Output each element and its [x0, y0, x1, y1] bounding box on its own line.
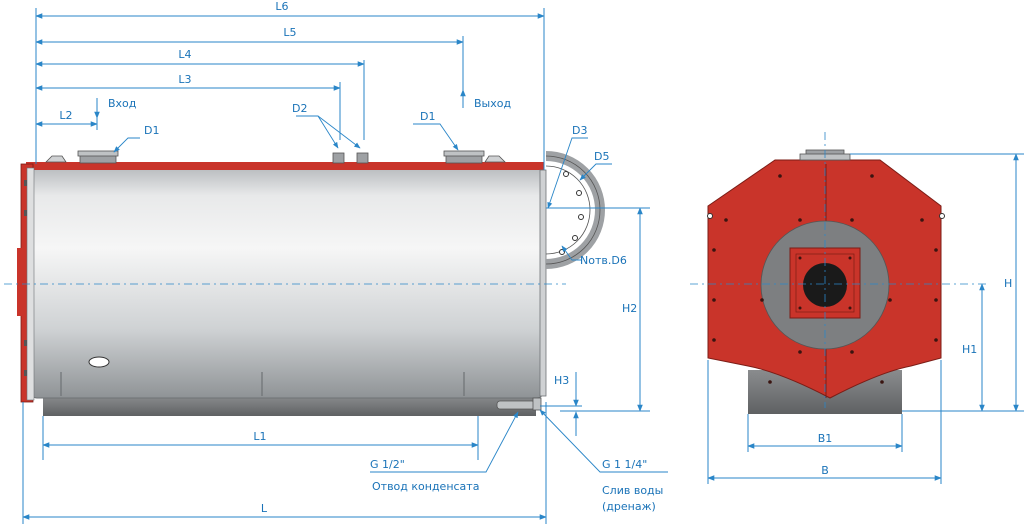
label-d6: Nотв.D6 [580, 254, 627, 267]
square-bolts [798, 256, 852, 310]
label-L6: L6 [275, 0, 288, 13]
label-H3: H3 [554, 374, 569, 387]
label-H2: H2 [622, 302, 637, 315]
label-outlet: Выход [474, 97, 511, 110]
front-view [690, 132, 990, 414]
label-B1: B1 [818, 432, 833, 445]
label-B: B [821, 464, 829, 477]
d2-nozzles [332, 152, 369, 164]
label-d1-inlet: D1 [144, 124, 159, 137]
drain-pipe [496, 397, 542, 411]
label-L5: L5 [283, 26, 296, 39]
label-L: L [261, 502, 268, 515]
side-dimensions [22, 8, 668, 524]
label-H1: H1 [962, 343, 977, 356]
label-d1-outlet: D1 [420, 110, 435, 123]
label-condensate: Отвод конденсата [372, 480, 479, 493]
label-d2: D2 [292, 102, 307, 115]
side-labels: L6 L5 L4 L3 L2 Вход Выход D1 D1 D2 D3 D5… [59, 0, 663, 515]
top-red-strip [26, 162, 544, 170]
door-bolts [24, 180, 27, 376]
flue-flange [545, 151, 605, 269]
label-g-condensate: G 1/2" [370, 458, 405, 471]
shell-ribs [60, 372, 465, 396]
label-d5: D5 [594, 150, 609, 163]
label-g-drain: G 1 1/4" [602, 458, 647, 471]
front-burner-hole [803, 263, 847, 307]
label-d3: D3 [572, 124, 587, 137]
label-L3: L3 [178, 73, 191, 86]
label-L4: L4 [178, 48, 191, 61]
base-frame [43, 396, 536, 416]
inlet-flange [45, 150, 119, 164]
burner-mount [17, 248, 23, 316]
nameplate [88, 356, 110, 368]
label-H: H [1004, 277, 1012, 290]
label-L2: L2 [59, 109, 72, 122]
label-drain-2: (дренаж) [602, 500, 656, 513]
label-L1: L1 [253, 430, 266, 443]
rear-cover [539, 169, 547, 397]
side-view [4, 150, 605, 416]
front-bolts [707, 174, 945, 384]
front-dimensions [707, 153, 1024, 484]
label-inlet: Вход [108, 97, 137, 110]
front-labels: H H1 B1 B [818, 277, 1013, 477]
label-drain-1: Слив воды [602, 484, 663, 497]
outlet-flange [443, 150, 506, 164]
